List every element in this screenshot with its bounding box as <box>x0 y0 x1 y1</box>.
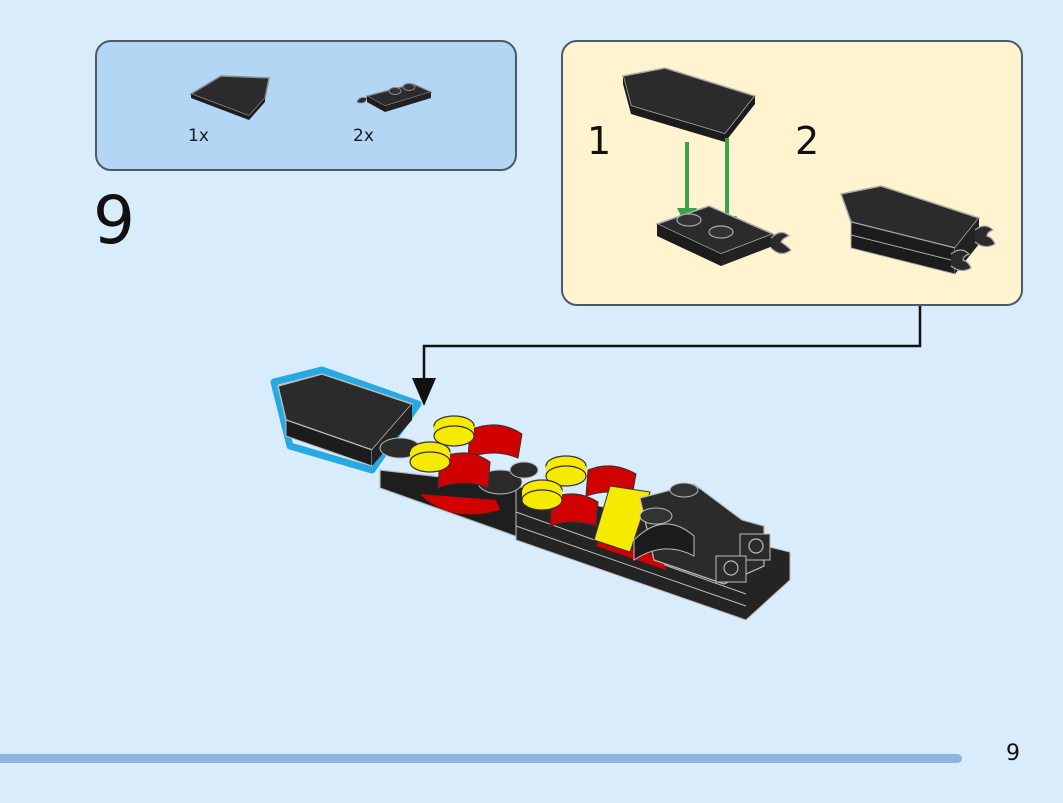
step-number: 9 <box>93 182 135 259</box>
sub-step-1-number: 1 <box>587 119 612 163</box>
part-quantity-2: 2x <box>353 126 374 146</box>
sub-assembly-box: 1 2 <box>561 40 1023 306</box>
page-number: 9 <box>1006 741 1020 766</box>
wedge-plate-icon <box>189 75 270 120</box>
sub-step-1-illustration <box>622 67 792 266</box>
sub-step-2-illustration <box>840 185 996 275</box>
sub-step-2-number: 2 <box>795 119 820 163</box>
progress-bar <box>0 754 962 763</box>
clip-plate-icon <box>356 83 433 112</box>
part-quantity-1: 1x <box>188 126 209 146</box>
parts-list-box: 1x 2x <box>95 40 517 171</box>
